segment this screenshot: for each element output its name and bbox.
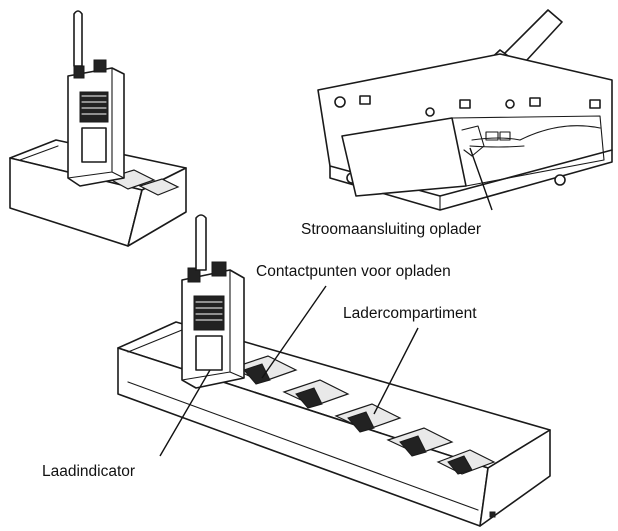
multi-charger-illustration xyxy=(117,214,551,527)
charger-compartment-label: Ladercompartiment xyxy=(343,305,477,322)
power-port-leader xyxy=(469,147,493,211)
charging-contacts-label: Contactpunten voor opladen xyxy=(256,263,451,280)
power-port-label: Stroomaansluiting oplader xyxy=(301,221,481,238)
charge-indicator-label: Laadindicator xyxy=(42,463,135,480)
compartment-leader xyxy=(373,327,419,415)
single-charger-illustration xyxy=(9,10,187,247)
indicator-leader xyxy=(159,369,211,457)
contacts-leader xyxy=(261,285,327,379)
charger-slots xyxy=(230,355,496,475)
charger-underside-illustration xyxy=(317,9,613,211)
